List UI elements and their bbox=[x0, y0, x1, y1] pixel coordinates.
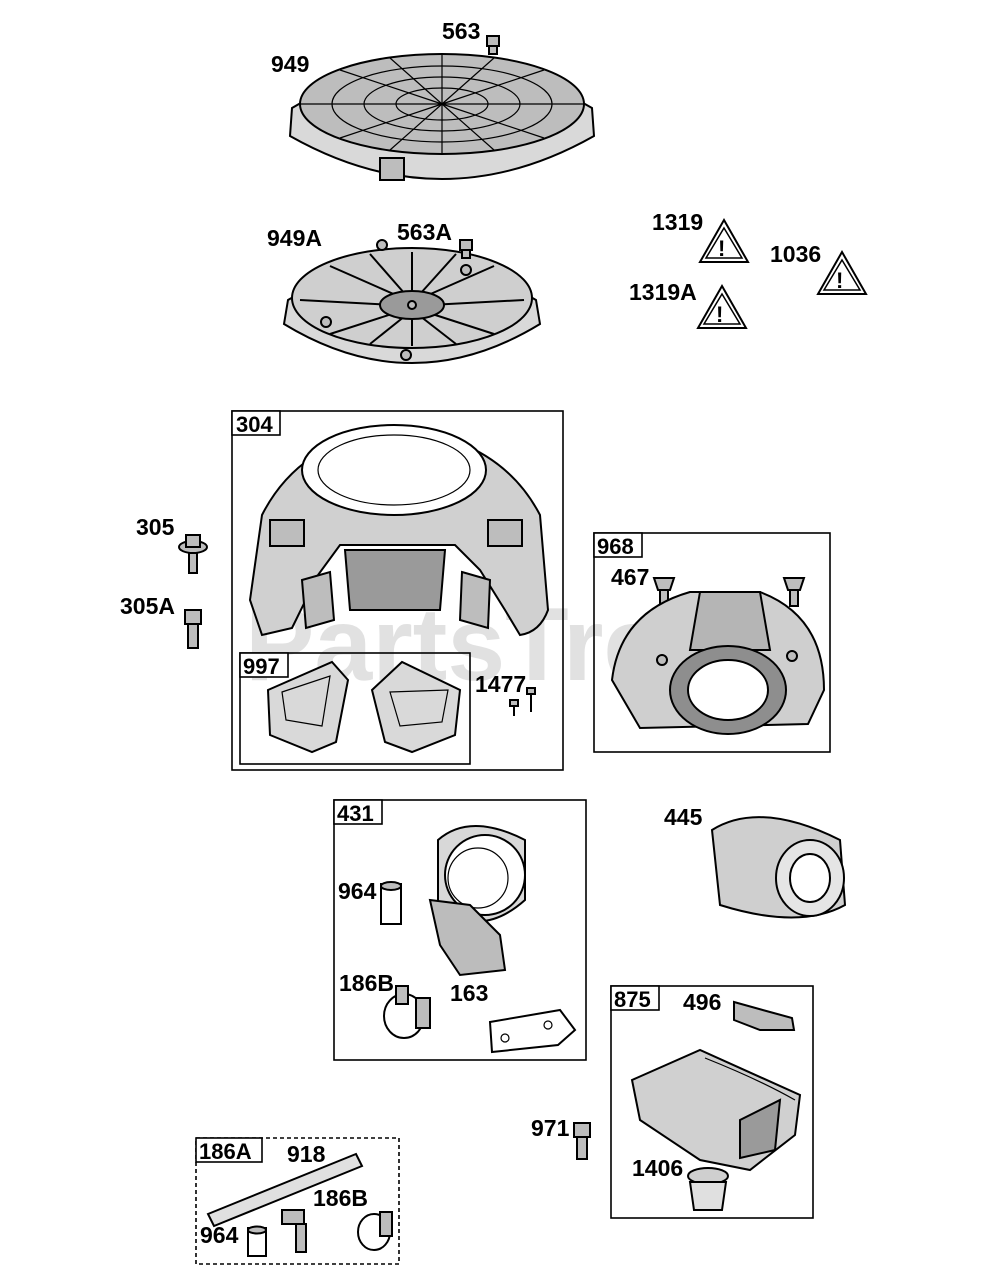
box-875 bbox=[610, 985, 814, 1219]
svg-text:!: ! bbox=[836, 268, 843, 293]
part-445-filter[interactable] bbox=[710, 816, 847, 919]
callout-1406: 1406 bbox=[632, 1155, 683, 1181]
part-563A-screw[interactable] bbox=[459, 239, 473, 259]
callout-1319: 1319 bbox=[652, 209, 703, 235]
part-918-hose[interactable] bbox=[206, 1152, 364, 1228]
box-label-968: 968 bbox=[597, 534, 634, 559]
part-304-blower-housing[interactable] bbox=[248, 424, 550, 637]
box-431 bbox=[333, 799, 587, 1061]
part-964-tube-a[interactable] bbox=[380, 881, 402, 925]
callout-186B-a: 186B bbox=[339, 970, 394, 996]
callout-563A: 563A bbox=[397, 219, 452, 245]
svg-text:!: ! bbox=[718, 236, 725, 261]
part-305A-bolt[interactable] bbox=[184, 609, 202, 649]
callout-186B-b: 186B bbox=[313, 1185, 368, 1211]
box-997 bbox=[239, 652, 471, 765]
callout-964-b: 964 bbox=[200, 1222, 239, 1248]
part-305-bolt[interactable] bbox=[178, 534, 208, 574]
callout-971: 971 bbox=[531, 1115, 570, 1141]
box-968 bbox=[593, 532, 831, 753]
callout-305: 305 bbox=[136, 514, 175, 540]
box-label-431: 431 bbox=[337, 801, 374, 826]
callout-496: 496 bbox=[683, 989, 721, 1015]
callout-305A: 305A bbox=[120, 593, 175, 619]
box-label-875: 875 bbox=[614, 987, 651, 1012]
box-label-186A: 186A bbox=[199, 1139, 252, 1164]
callout-445: 445 bbox=[664, 804, 703, 830]
callout-964-a: 964 bbox=[338, 878, 377, 904]
part-875-duct[interactable] bbox=[630, 1048, 802, 1172]
box-label-997: 997 bbox=[243, 654, 280, 679]
warning-triangle-icon: ! bbox=[698, 217, 750, 263]
part-163-gasket[interactable] bbox=[488, 1008, 577, 1054]
part-997-baffles[interactable] bbox=[266, 660, 462, 754]
part-949A-screen[interactable] bbox=[282, 239, 542, 364]
box-186A bbox=[195, 1137, 400, 1265]
callout-949A: 949A bbox=[267, 225, 322, 251]
part-431-air-cleaner-base[interactable] bbox=[428, 825, 526, 977]
callout-1477: 1477 bbox=[475, 671, 526, 697]
part-949-grille[interactable] bbox=[288, 53, 596, 181]
svg-text:!: ! bbox=[716, 302, 723, 327]
callout-1319A: 1319A bbox=[629, 279, 697, 305]
part-964-tube-b[interactable] bbox=[247, 1225, 267, 1257]
part-971-bolt[interactable] bbox=[573, 1122, 591, 1160]
part-1406-elbow[interactable] bbox=[687, 1167, 729, 1211]
callout-163: 163 bbox=[450, 980, 488, 1006]
part-467-knobs[interactable] bbox=[652, 577, 806, 607]
warning-triangle-icon: ! bbox=[816, 249, 868, 295]
box-label-304: 304 bbox=[236, 412, 273, 437]
part-563-screw[interactable] bbox=[486, 35, 500, 55]
part-186B-fitting-b[interactable] bbox=[281, 1209, 393, 1253]
part-496-clip[interactable] bbox=[733, 1000, 796, 1031]
callout-949: 949 bbox=[271, 51, 309, 77]
callout-563: 563 bbox=[442, 18, 480, 44]
part-1477-screws[interactable] bbox=[509, 687, 536, 716]
part-968-air-cleaner-cover[interactable] bbox=[610, 591, 826, 735]
callout-467: 467 bbox=[611, 564, 649, 590]
callout-918: 918 bbox=[287, 1141, 326, 1167]
part-186B-fitting-a[interactable] bbox=[383, 985, 431, 1039]
box-304 bbox=[231, 410, 564, 771]
warning-triangle-icon: ! bbox=[696, 283, 748, 329]
callout-1036: 1036 bbox=[770, 241, 821, 267]
